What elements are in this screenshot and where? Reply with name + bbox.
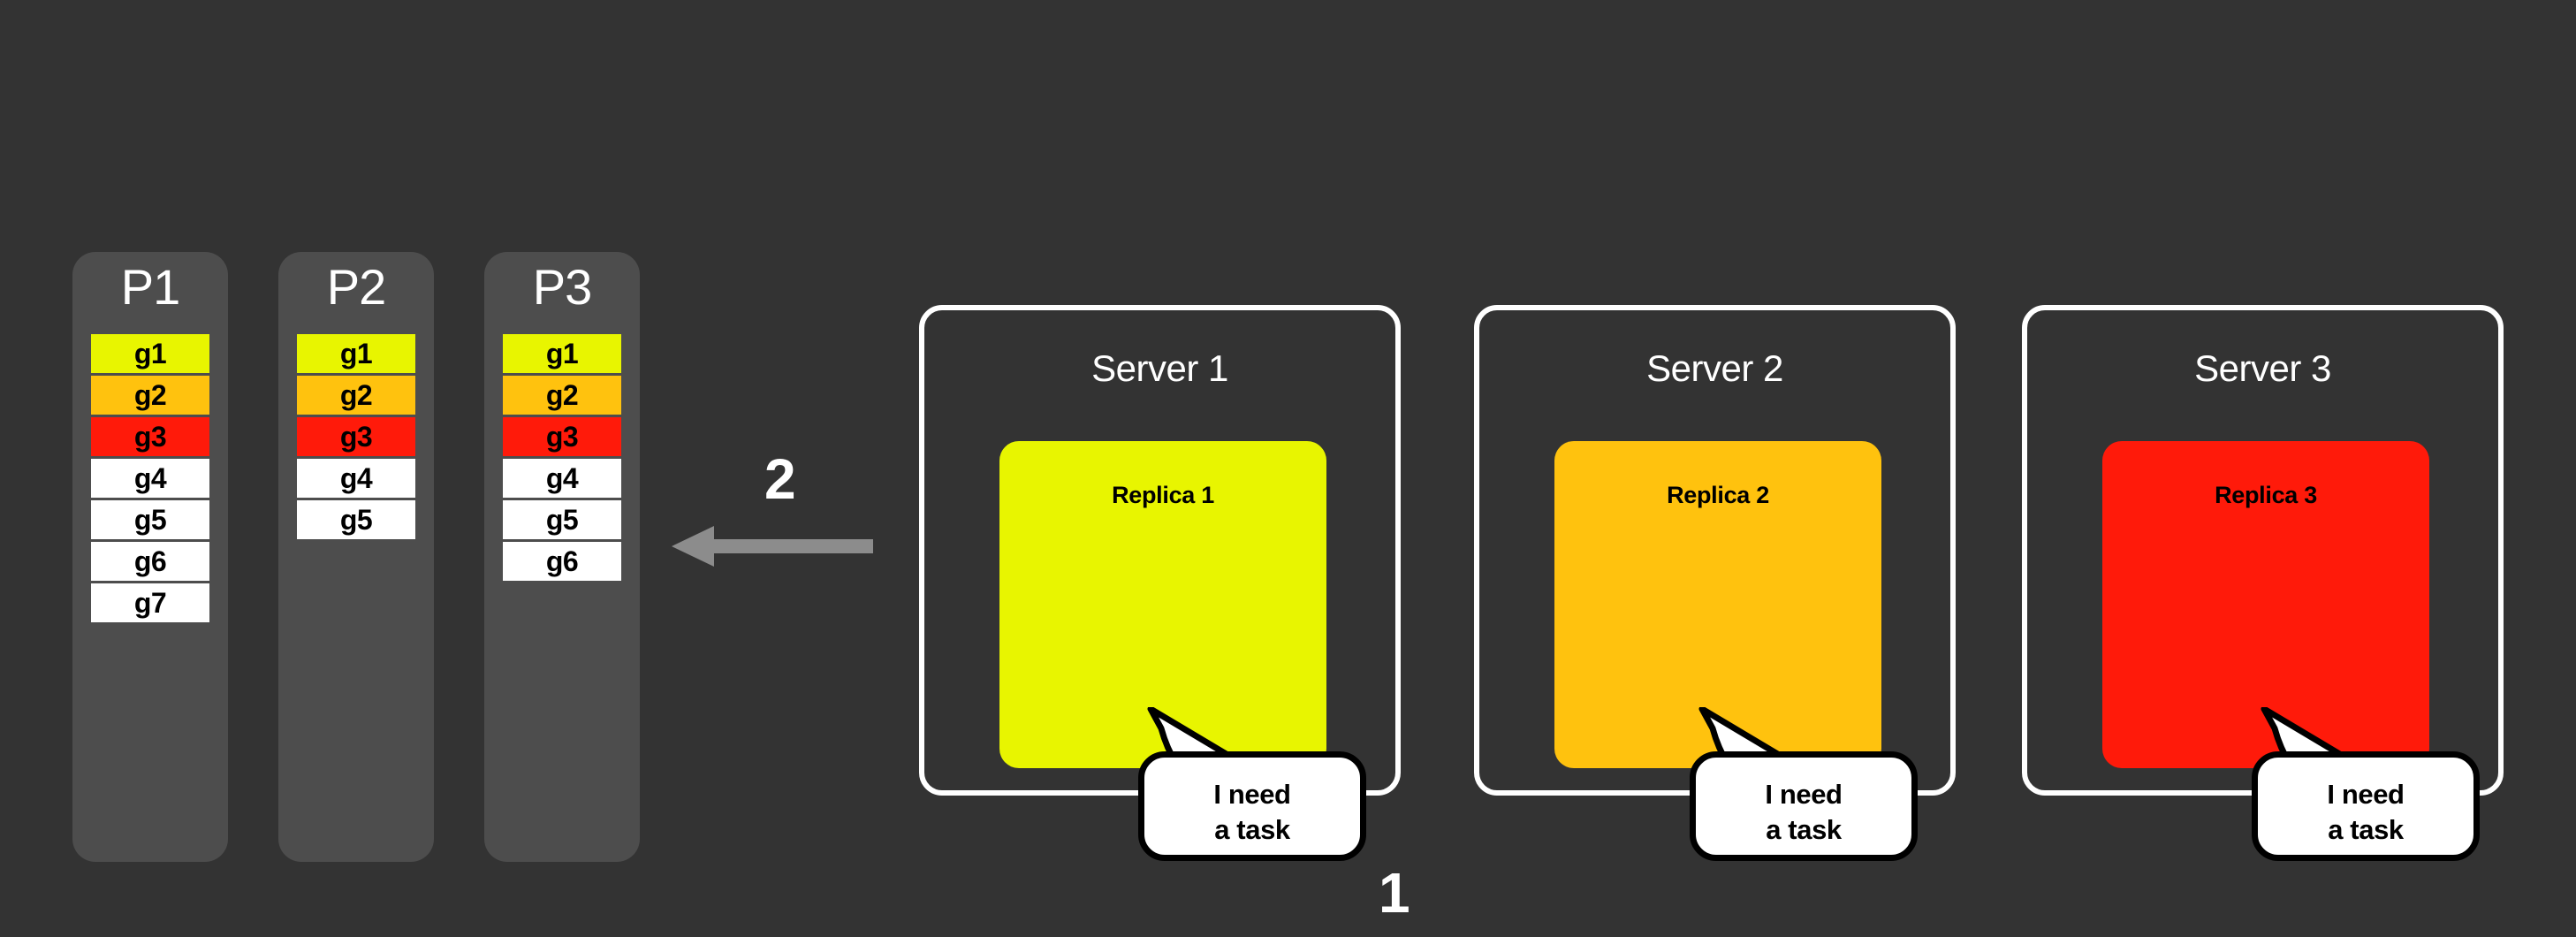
speech-bubble-3: I need a task: [2252, 707, 2480, 875]
partition-title-p1: P1: [120, 259, 180, 315]
chip-stack-p1: g1 g2 g3 g4 g5 g6 g7: [91, 334, 209, 622]
partition-column-p2[interactable]: P2 g1 g2 g3 g4 g5: [278, 252, 434, 862]
partition-column-p3[interactable]: P3 g1 g2 g3 g4 g5 g6: [484, 252, 640, 862]
partition-title-p2: P2: [326, 259, 386, 315]
speech-bubble-text-1: I need a task: [1213, 779, 1291, 845]
partition-title-p3: P3: [532, 259, 592, 315]
speech-bubble-body-2: I need a task: [1690, 751, 1918, 861]
partition-column-p1[interactable]: P1 g1 g2 g3 g4 g5 g6 g7: [72, 252, 228, 862]
chip-p2-g5[interactable]: g5: [297, 500, 415, 539]
chip-stack-p2: g1 g2 g3 g4 g5: [297, 334, 415, 539]
chip-p1-g3[interactable]: g3: [91, 417, 209, 456]
chip-p3-g5[interactable]: g5: [503, 500, 621, 539]
chip-p2-g3[interactable]: g3: [297, 417, 415, 456]
replica-label-1: Replica 1: [1112, 482, 1214, 508]
chip-p3-g1[interactable]: g1: [503, 334, 621, 373]
server-title-3: Server 3: [2194, 347, 2331, 389]
speech-bubble-text-3: I need a task: [2327, 779, 2405, 845]
server-title-1: Server 1: [1091, 347, 1228, 389]
chip-p1-g7[interactable]: g7: [91, 583, 209, 622]
chip-p3-g4[interactable]: g4: [503, 459, 621, 498]
arrow-left-icon: [672, 526, 873, 567]
replica-label-2: Replica 2: [1667, 482, 1769, 508]
step-2-label: 2: [764, 447, 796, 511]
chip-p2-g1[interactable]: g1: [297, 334, 415, 373]
chip-p1-g2[interactable]: g2: [91, 376, 209, 415]
server-title-2: Server 2: [1646, 347, 1783, 389]
chip-p1-g6[interactable]: g6: [91, 542, 209, 581]
speech-bubble-body-1: I need a task: [1138, 751, 1366, 861]
chip-p3-g6[interactable]: g6: [503, 542, 621, 581]
chip-p3-g2[interactable]: g2: [503, 376, 621, 415]
chip-stack-p3: g1 g2 g3 g4 g5 g6: [503, 334, 621, 581]
speech-bubble-2: I need a task: [1690, 707, 1918, 875]
chip-p1-g5[interactable]: g5: [91, 500, 209, 539]
partition-group: P1 g1 g2 g3 g4 g5 g6 g7 P2 g1 g2 g3 g4 g…: [72, 252, 673, 862]
chip-p3-g3[interactable]: g3: [503, 417, 621, 456]
chip-p2-g2[interactable]: g2: [297, 376, 415, 415]
replica-label-3: Replica 3: [2215, 482, 2317, 508]
speech-bubble-1: I need a task: [1138, 707, 1366, 875]
replica-box-2[interactable]: Replica 2: [1554, 441, 1881, 768]
speech-bubble-body-3: I need a task: [2252, 751, 2480, 861]
chip-p1-g4[interactable]: g4: [91, 459, 209, 498]
step-2-arrow-group: 2: [672, 447, 884, 567]
chip-p1-g1[interactable]: g1: [91, 334, 209, 373]
step-1-label: 1: [1379, 861, 1410, 925]
speech-bubble-text-2: I need a task: [1765, 779, 1843, 845]
chip-p2-g4[interactable]: g4: [297, 459, 415, 498]
